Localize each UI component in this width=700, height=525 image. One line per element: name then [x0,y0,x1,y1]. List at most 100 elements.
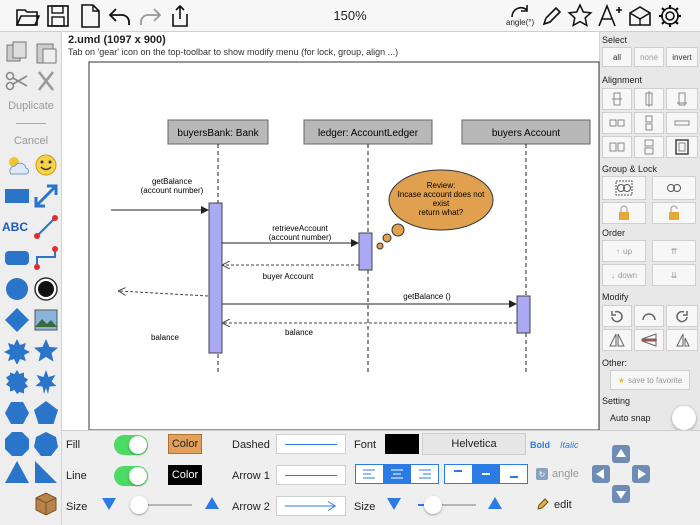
flip-vertical-icon[interactable] [634,329,664,351]
vertical-align-segment[interactable] [444,464,528,484]
rotate-right-icon[interactable] [666,305,698,327]
image-icon[interactable] [32,307,60,333]
save-to-favorite-button[interactable]: ★save to favorite [610,370,690,390]
distribute-vertical-icon[interactable] [634,136,664,158]
star-shape-icon[interactable] [32,338,60,364]
align-middle-icon[interactable] [634,112,664,134]
order-up-button[interactable]: ↑up [602,240,646,262]
save-icon[interactable] [44,2,72,30]
font-size-slider[interactable] [402,495,492,515]
lock-icon[interactable] [602,202,646,224]
fill-color-button[interactable]: Color [168,434,202,454]
mirror-icon[interactable] [666,329,698,351]
align-right-icon[interactable] [666,88,698,110]
nudge-right-icon[interactable] [632,465,650,483]
heptagon-shape-icon[interactable] [32,431,60,457]
select-none-button[interactable]: none [634,47,664,67]
delete-icon[interactable] [32,68,60,94]
angle-icon[interactable]: ↻ [536,468,548,480]
duplicate-button[interactable]: Duplicate [8,100,54,112]
paste-icon[interactable] [32,40,60,66]
size-decrease-icon[interactable] [102,498,116,510]
distribute-horizontal-icon[interactable] [602,136,632,158]
seal-shape-icon[interactable] [3,369,31,395]
rounded-rect-icon[interactable] [3,245,31,271]
dashed-style-picker[interactable] [276,434,346,454]
smiley-icon[interactable] [32,152,60,178]
rotate-180-icon[interactable] [634,305,664,327]
edit-pencil-icon[interactable] [536,497,550,511]
share-icon[interactable] [166,2,194,30]
undo-icon[interactable] [106,2,134,30]
double-arrow-icon[interactable] [32,183,60,209]
valign-middle-icon[interactable] [472,465,501,483]
pentagon-shape-icon[interactable] [32,400,60,426]
flip-horizontal-icon[interactable] [602,329,632,351]
font-size-decrease-icon[interactable] [387,498,401,510]
text-align-center-icon[interactable] [383,465,412,483]
line-tool-icon[interactable] [32,214,60,240]
align-bottom-icon[interactable] [666,112,698,134]
select-all-button[interactable]: all [602,47,632,67]
valign-bottom-icon[interactable] [500,465,527,483]
auto-snap-toggle[interactable] [672,406,696,430]
line-toggle[interactable] [114,466,148,486]
text-size-icon[interactable] [596,2,624,30]
activation-ledger[interactable] [358,232,373,271]
order-down-button[interactable]: ↓down [602,264,646,286]
gear-icon[interactable] [656,2,684,30]
cancel-button[interactable]: Cancel [13,135,49,147]
angle-text[interactable]: angle [552,468,579,480]
fill-toggle[interactable] [114,435,148,455]
unlock-icon[interactable] [652,202,696,224]
select-invert-button[interactable]: invert [666,47,698,67]
italic-button[interactable]: Italic [560,440,579,450]
shapes-icon[interactable] [626,2,654,30]
weather-icon[interactable] [3,152,31,178]
octagon-shape-icon[interactable] [3,431,31,457]
nudge-down-icon[interactable] [612,485,630,503]
target-circle-icon[interactable] [32,276,60,302]
activation-bank[interactable] [208,202,223,354]
arrow1-style-picker[interactable] [276,465,346,485]
line-color-button[interactable]: Color [168,465,202,485]
diamond-shape-icon[interactable] [3,307,31,333]
star-burst-icon[interactable] [3,338,31,364]
scissors-icon[interactable] [3,68,31,94]
slider-knob[interactable] [424,496,442,514]
circle-shape-icon[interactable] [3,276,31,302]
text-align-segment[interactable] [355,464,439,484]
size-increase-icon[interactable] [205,497,219,509]
font-color-swatch[interactable] [385,434,419,454]
elbow-connector-icon[interactable] [32,245,60,271]
rotate-angle-icon[interactable] [506,0,534,28]
valign-top-icon[interactable] [445,465,473,483]
document-canvas[interactable]: 2.umd (1097 x 900) Tab on 'gear' icon on… [62,32,600,430]
message-balance-return[interactable] [119,291,209,297]
edit-button[interactable]: edit [554,499,572,511]
nudge-up-icon[interactable] [612,445,630,463]
size-slider[interactable] [118,495,208,515]
pencil-icon[interactable] [538,2,566,30]
font-family-picker[interactable]: Helvetica [422,433,526,455]
align-left-icon[interactable] [602,88,632,110]
rotate-left-icon[interactable] [602,305,632,327]
text-align-left-icon[interactable] [356,465,384,483]
align-top-icon[interactable] [602,112,632,134]
package-icon[interactable] [32,490,60,516]
copy-icon[interactable] [3,40,31,66]
sequence-diagram[interactable]: buyersBank: Bank ledger: AccountLedger b… [62,32,600,430]
align-center-icon[interactable] [634,88,664,110]
bold-button[interactable]: Bold [530,440,550,450]
right-triangle-icon[interactable] [32,459,60,485]
slider-knob[interactable] [130,496,148,514]
same-size-icon[interactable] [666,136,698,158]
font-size-increase-icon[interactable] [488,497,502,509]
triangle-shape-icon[interactable] [3,459,31,485]
arrow2-style-picker[interactable] [276,496,346,516]
redo-icon[interactable] [136,2,164,30]
star-icon[interactable] [566,2,594,30]
hexagon-shape-icon[interactable] [3,400,31,426]
new-doc-icon[interactable] [76,2,104,30]
bring-to-front-icon[interactable]: ⇈ [652,240,696,262]
